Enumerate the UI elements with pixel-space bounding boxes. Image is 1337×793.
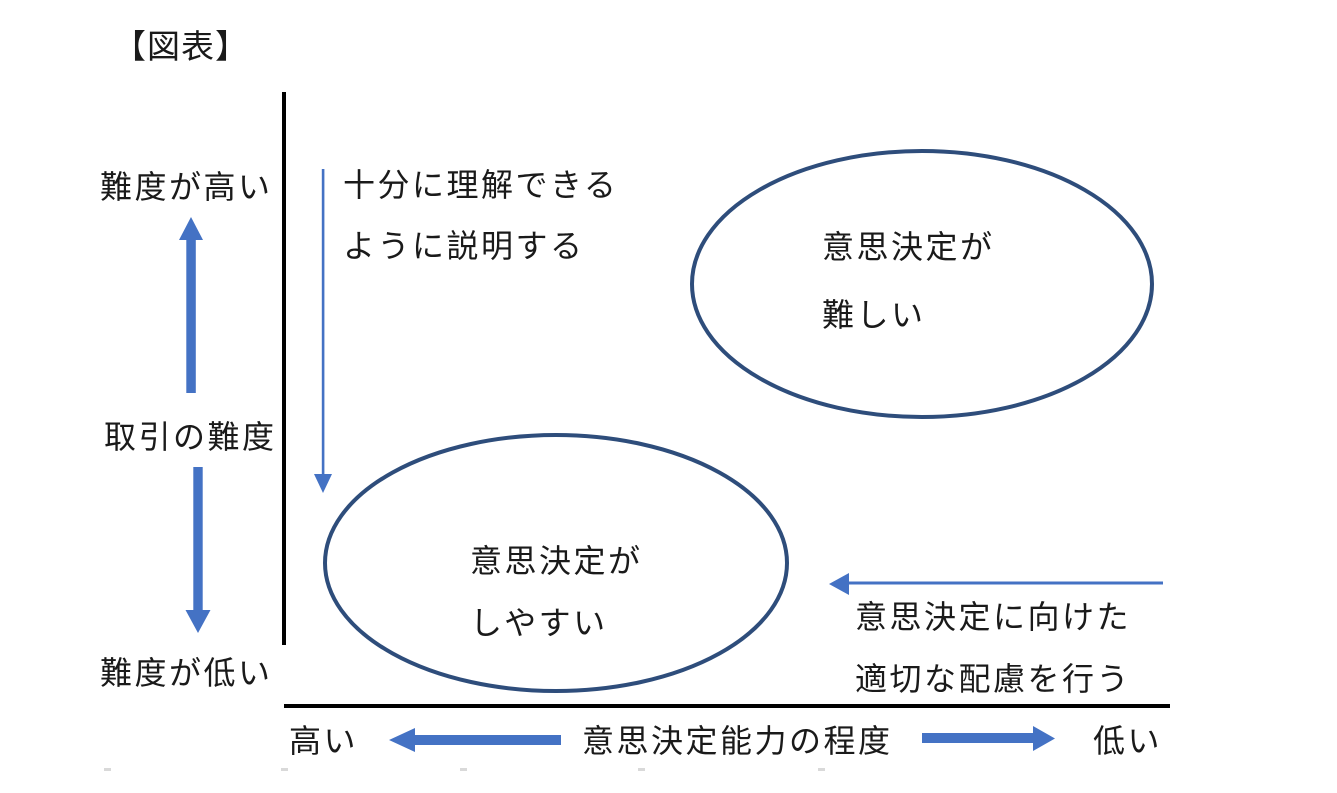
y-axis-top-label: 難度が高い <box>100 169 273 205</box>
artifact-mark <box>818 768 825 771</box>
ellipse-easy-label-line1: 意思決定が <box>470 543 643 579</box>
explain-down-arrow-icon <box>314 474 332 493</box>
x-axis-right-label: 低い <box>1093 723 1162 759</box>
consideration-left-arrow-shaft <box>848 581 1163 585</box>
consideration-left-arrow-icon <box>829 573 849 595</box>
y-axis-mid-label: 取引の難度 <box>104 419 277 455</box>
artifact-mark <box>460 768 467 771</box>
consideration-text-line1: 意思決定に向けた <box>855 599 1131 635</box>
ellipses <box>323 149 1154 693</box>
y-axis-bottom-label: 難度が低い <box>100 655 273 691</box>
ellipse-decision-hard <box>690 149 1154 419</box>
axes <box>282 92 1170 708</box>
artifact-marks <box>104 768 825 771</box>
figure-title: 【図表】 <box>113 28 249 65</box>
ellipse-hard-label-line1: 意思決定が <box>822 229 995 265</box>
ellipse-easy-label-line2: しやすい <box>470 605 608 641</box>
y-axis-line <box>282 92 286 645</box>
artifact-mark <box>281 768 288 771</box>
explain-down-arrow-shaft <box>321 169 325 474</box>
x-axis-center-label: 意思決定能力の程度 <box>582 723 893 759</box>
explain-text-line1: 十分に理解できる <box>343 167 618 203</box>
artifact-mark <box>104 768 111 771</box>
ellipse-hard-label-line2: 難しい <box>822 297 926 333</box>
explain-text-line2: ように説明する <box>343 228 585 264</box>
x-axis-line <box>284 704 1170 708</box>
x-axis-left-label: 高い <box>289 723 358 759</box>
arrows <box>179 169 1163 752</box>
consideration-text-line2: 適切な配慮を行う <box>855 661 1131 697</box>
capacity-right-arrow-icon <box>922 726 1055 751</box>
capacity-left-arrow-icon <box>389 728 561 752</box>
difficulty-up-arrow-icon <box>179 217 203 393</box>
difficulty-down-arrow-icon <box>185 467 211 633</box>
artifact-mark <box>638 768 645 771</box>
ellipse-decision-easy <box>323 433 789 693</box>
